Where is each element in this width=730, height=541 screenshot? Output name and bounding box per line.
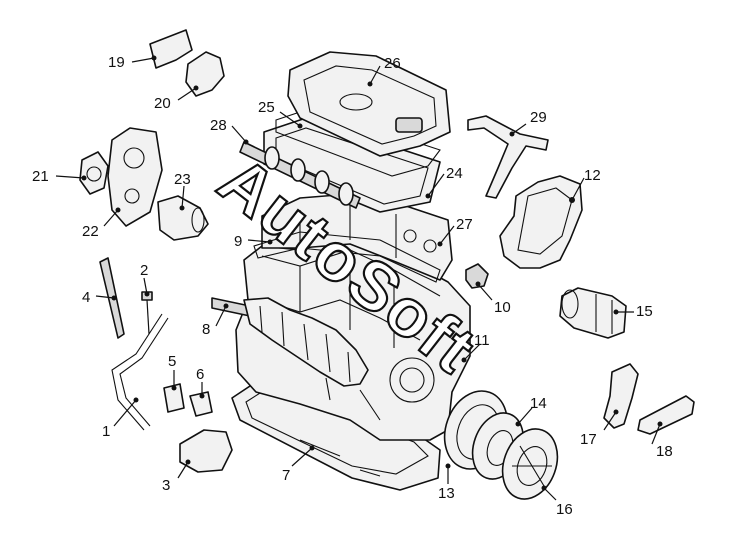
callout-15: 15 <box>636 303 653 320</box>
callout-11: 11 <box>474 332 490 349</box>
head-gasket-part <box>253 231 441 283</box>
leader-lines <box>55 57 661 501</box>
callout-labels: 19 20 21 22 23 2 4 1 5 6 3 7 8 9 28 25 2… <box>32 54 673 518</box>
callout-14: 14 <box>530 395 547 412</box>
callout-4: 4 <box>82 289 90 306</box>
clutch-disc-part <box>501 428 559 500</box>
breather-hose-part <box>467 115 549 199</box>
callout-13: 13 <box>438 485 455 502</box>
callout-9: 9 <box>234 233 242 250</box>
callout-19: 19 <box>108 54 125 71</box>
sensor-part <box>465 263 489 289</box>
timing-cover-part <box>107 127 163 227</box>
mount-bracket-18-part <box>637 395 695 435</box>
water-inlet-part <box>157 195 209 241</box>
oil-cooler-part <box>179 429 233 473</box>
callout-27: 27 <box>456 216 473 233</box>
callout-16: 16 <box>556 501 573 518</box>
callout-20: 20 <box>154 95 171 112</box>
callout-6: 6 <box>196 366 204 383</box>
callout-24: 24 <box>446 165 463 182</box>
callout-8: 8 <box>202 321 210 338</box>
callout-23: 23 <box>174 171 191 188</box>
callout-26: 26 <box>384 55 401 72</box>
water-outlet-housing-part <box>499 175 583 269</box>
camshaft-part <box>239 141 361 209</box>
callout-12: 12 <box>584 167 601 184</box>
callout-21: 21 <box>32 168 49 185</box>
callout-3: 3 <box>162 477 170 494</box>
callout-2: 2 <box>140 262 148 279</box>
crankshaft-part <box>211 297 369 387</box>
callout-18: 18 <box>656 443 673 460</box>
callout-1: 1 <box>102 423 110 440</box>
callout-7: 7 <box>282 467 290 484</box>
plug-part <box>141 291 153 335</box>
leader-dots <box>81 55 663 491</box>
bracket-19-part <box>149 29 193 69</box>
callout-25: 25 <box>258 99 275 116</box>
callout-10: 10 <box>494 299 511 316</box>
callout-28: 28 <box>210 117 227 134</box>
bracket-20-part <box>185 51 225 97</box>
oil-filter-part <box>163 383 185 413</box>
water-pump-part <box>79 151 109 195</box>
callout-22: 22 <box>82 223 99 240</box>
callout-17: 17 <box>580 431 597 448</box>
mount-bracket-17-part <box>603 363 639 429</box>
callout-29: 29 <box>530 109 547 126</box>
engine-block-part <box>235 235 471 441</box>
starter-motor-part <box>559 287 627 339</box>
valve-cover-part <box>287 51 451 157</box>
callout-5: 5 <box>168 353 176 370</box>
dipstick-tube-part <box>111 313 169 431</box>
